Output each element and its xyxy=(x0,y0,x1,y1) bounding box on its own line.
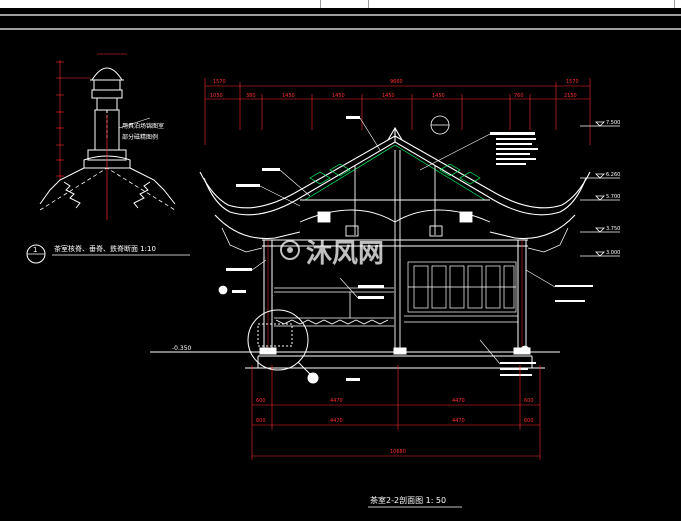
svg-text:4470: 4470 xyxy=(452,418,465,424)
svg-text:3.750: 3.750 xyxy=(606,226,620,232)
svg-text:5.700: 5.700 xyxy=(606,194,620,200)
svg-text:4470: 4470 xyxy=(330,418,343,424)
level-marks xyxy=(580,121,620,257)
detail-number: 1 xyxy=(33,246,37,254)
main-title: 茶室2-2剖面图 1: 50 xyxy=(370,495,446,505)
elevation-left: -0.350 xyxy=(172,345,192,352)
right-notes xyxy=(490,132,593,376)
detail-title: 茶室核脊、垂脊、鉄脊断面 1:10 xyxy=(54,244,156,253)
svg-text:1450: 1450 xyxy=(332,93,345,99)
seat-railing xyxy=(274,287,394,327)
window-title-strip xyxy=(0,0,681,8)
svg-text:1570: 1570 xyxy=(566,79,579,85)
detail-note-line1: 用具泊场锦图室 xyxy=(122,122,164,130)
svg-text:1050: 1050 xyxy=(210,93,223,99)
callout-circles xyxy=(218,115,530,355)
svg-text:380: 380 xyxy=(246,93,256,99)
svg-text:10680: 10680 xyxy=(390,449,406,455)
svg-text:6.260: 6.260 xyxy=(606,172,620,178)
roof-truss xyxy=(262,150,528,350)
detail-callout: 1 xyxy=(26,244,190,264)
roof-rafters xyxy=(304,144,486,201)
section-drawing: 用具泊场锦图室 部分磁精图例 1 茶室核脊、垂脊、鉄脊断面 1:10 xyxy=(0,14,681,508)
roof-outline xyxy=(199,126,591,253)
detail-note-line2: 部分磁精图例 xyxy=(122,133,158,141)
lattice-window xyxy=(404,261,518,323)
watermark-text: 沐风网 xyxy=(306,239,384,269)
svg-text:600: 600 xyxy=(524,398,534,404)
top-dimension-texts: 1570 9660 1570 1050 380 1450 1450 1450 1… xyxy=(210,79,579,99)
leader-lines xyxy=(251,117,556,365)
svg-text:600: 600 xyxy=(256,418,266,424)
sheet-border-lines xyxy=(0,14,681,30)
left-notes xyxy=(226,116,384,381)
svg-text:7.500: 7.500 xyxy=(606,120,620,126)
top-dimension-lines xyxy=(204,78,591,145)
bottom-dimension-texts: 600 4470 4470 600 600 4470 4470 600 1068… xyxy=(256,398,534,455)
ridge-detail xyxy=(39,53,176,220)
svg-text:600: 600 xyxy=(256,398,266,404)
bottom-dimension-lines xyxy=(251,365,541,460)
floor-line xyxy=(150,351,560,369)
detail-magnifier xyxy=(247,309,319,384)
svg-text:3.000: 3.000 xyxy=(606,250,620,256)
svg-text:1450: 1450 xyxy=(282,93,295,99)
svg-text:600: 600 xyxy=(524,418,534,424)
svg-text:4470: 4470 xyxy=(330,398,343,404)
svg-text:1450: 1450 xyxy=(432,93,445,99)
svg-text:760: 760 xyxy=(514,93,524,99)
svg-text:1570: 1570 xyxy=(213,79,226,85)
watermark: 沐风网 xyxy=(280,239,384,269)
svg-text:2150: 2150 xyxy=(564,93,577,99)
svg-text:9660: 9660 xyxy=(390,79,403,85)
svg-text:4470: 4470 xyxy=(452,398,465,404)
svg-text:1450: 1450 xyxy=(382,93,395,99)
level-texts: 7.500 6.260 5.700 3.750 3.000 xyxy=(606,120,620,256)
